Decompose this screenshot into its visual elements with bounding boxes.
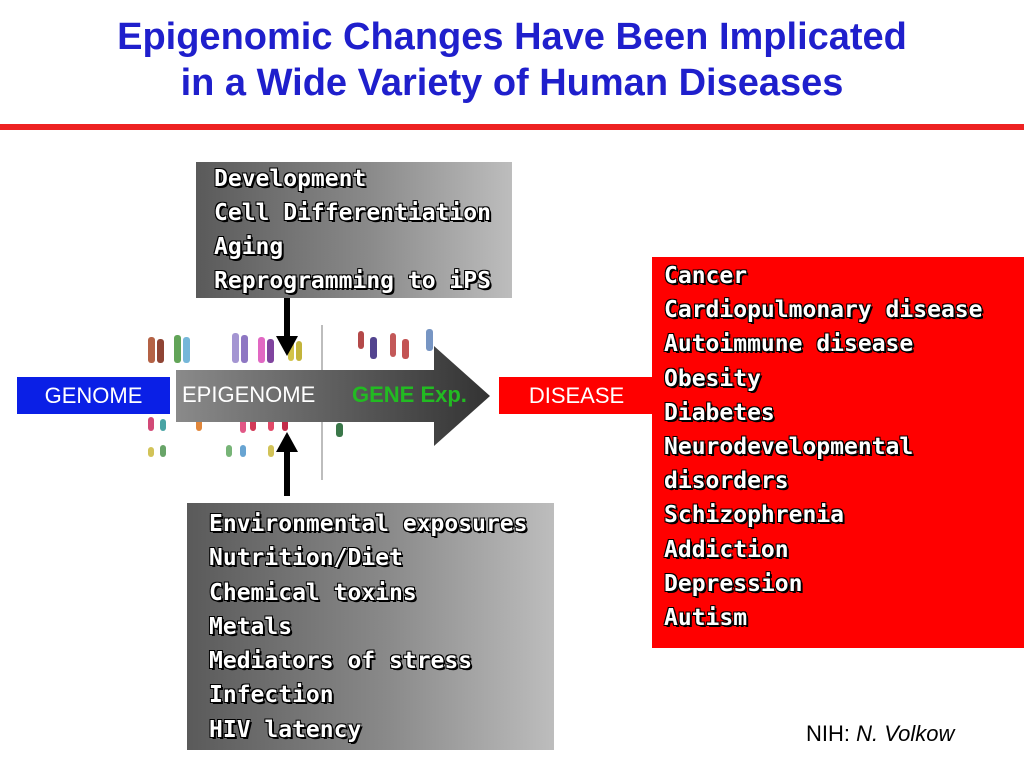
list-item: Neurodevelopmental bbox=[664, 434, 914, 461]
down-arrow-icon bbox=[276, 298, 298, 356]
list-item: Mediators of stress bbox=[209, 648, 473, 675]
slide-title: Epigenomic Changes Have Been Implicated … bbox=[0, 14, 1024, 106]
disease-list: Cancer Cardiopulmonary disease Autoimmun… bbox=[664, 259, 983, 635]
environmental-factors-list: Environmental exposures Nutrition/Diet C… bbox=[209, 507, 528, 747]
gene-expression-label: GENE Exp. bbox=[352, 382, 467, 407]
list-item: Metals bbox=[209, 613, 293, 640]
genome-label: GENOME bbox=[17, 377, 170, 414]
environmental-factors-box: Environmental exposures Nutrition/Diet C… bbox=[187, 503, 554, 750]
list-item: Nutrition/Diet bbox=[209, 545, 403, 572]
list-item: Schizophrenia bbox=[664, 502, 845, 529]
source-credit: NIH: N. Volkow bbox=[806, 720, 954, 748]
list-item: Cell Differentiation bbox=[214, 200, 491, 226]
list-item: Obesity bbox=[664, 365, 761, 392]
list-item: Addiction bbox=[664, 536, 789, 563]
developmental-processes-list: Development Cell Differentiation Aging R… bbox=[214, 162, 491, 298]
list-item: Diabetes bbox=[664, 399, 775, 426]
slide-title-line1: Epigenomic Changes Have Been Implicated bbox=[117, 16, 907, 58]
up-arrow-icon bbox=[276, 432, 298, 496]
credit-author: N. Volkow bbox=[856, 721, 955, 746]
list-item: Cancer bbox=[664, 263, 748, 289]
epigenome-label: EPIGENOME bbox=[182, 382, 316, 407]
credit-prefix: NIH: bbox=[806, 721, 850, 746]
disease-list-box: Cancer Cardiopulmonary disease Autoimmun… bbox=[652, 257, 1024, 648]
disease-label: DISEASE bbox=[499, 377, 654, 414]
list-item: Depression bbox=[664, 570, 803, 597]
list-item: Development bbox=[214, 166, 367, 192]
epigenome-arrow-icon bbox=[176, 346, 490, 446]
title-divider bbox=[0, 124, 1024, 130]
list-item: Chemical toxins bbox=[209, 579, 417, 606]
list-item: Autoimmune disease bbox=[664, 331, 914, 358]
list-item: HIV latency bbox=[209, 716, 362, 743]
list-item: Autism bbox=[664, 605, 748, 632]
list-item: Environmental exposures bbox=[209, 511, 528, 537]
list-item: disorders bbox=[664, 468, 789, 495]
list-item: Cardiopulmonary disease bbox=[664, 297, 983, 324]
list-item: Aging bbox=[214, 234, 284, 260]
list-item: Infection bbox=[209, 682, 334, 709]
developmental-processes-box: Development Cell Differentiation Aging R… bbox=[196, 162, 512, 298]
list-item: Reprogramming to iPS bbox=[214, 268, 491, 294]
slide-title-line2: in a Wide Variety of Human Diseases bbox=[180, 62, 844, 104]
